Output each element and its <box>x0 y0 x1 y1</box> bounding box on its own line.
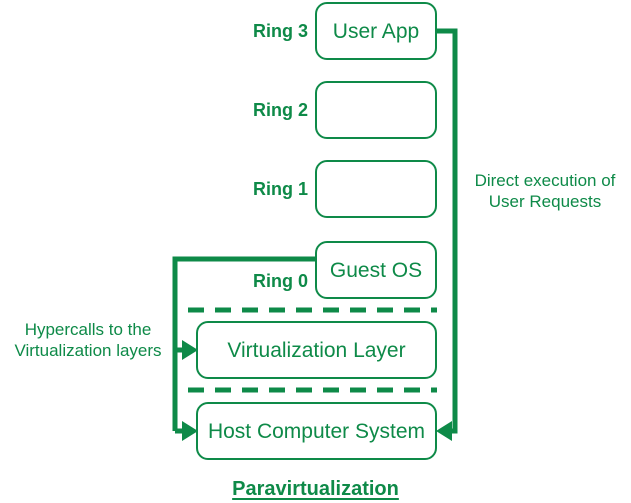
box-guest-os[interactable]: Guest OS <box>315 241 437 299</box>
box-ring-2[interactable] <box>315 81 437 139</box>
annotation-hypercalls: Hypercalls to the Virtualization layers <box>4 319 172 361</box>
annotation-direct-execution-line1: Direct execution of <box>474 171 616 190</box>
ring-label-0: Ring 0 <box>252 271 308 291</box>
box-ring-1[interactable] <box>315 160 437 218</box>
diagram-title: Paravirtualization <box>232 478 399 500</box>
annotation-direct-execution: Direct execution of User Requests <box>462 170 628 212</box>
ring-label-3: Ring 3 <box>252 21 308 41</box>
annotation-direct-execution-line2: User Requests <box>488 192 602 211</box>
direct-execution-connector <box>436 28 458 441</box>
annotation-hypercalls-line1: Hypercalls to the <box>24 320 152 339</box>
ring-label-2: Ring 2 <box>252 100 308 120</box>
ring-label-1: Ring 1 <box>252 179 308 199</box>
box-host-computer-system[interactable]: Host Computer System <box>196 402 437 460</box>
annotation-hypercalls-line2: Virtualization layers <box>14 341 162 360</box>
hypercalls-connector <box>172 256 315 441</box>
box-virtualization-layer[interactable]: Virtualization Layer <box>196 321 437 379</box>
box-user-app[interactable]: User App <box>315 2 437 60</box>
